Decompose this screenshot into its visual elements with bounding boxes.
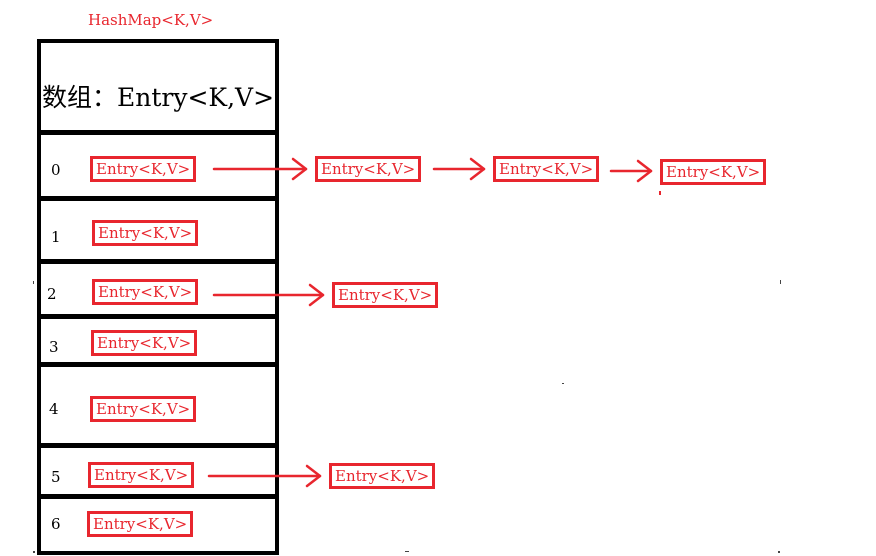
row-index: 4 — [49, 400, 59, 418]
arrow-head — [636, 159, 653, 183]
array-divider — [37, 443, 275, 448]
chain-entry: Entry<K,V> — [493, 156, 600, 182]
row-index: 6 — [51, 515, 61, 533]
array-divider — [37, 130, 275, 135]
array-box — [37, 39, 279, 555]
chain-entry: Entry<K,V> — [329, 463, 436, 489]
speck — [562, 383, 564, 384]
bucket-entry: Entry<K,V> — [87, 511, 194, 537]
row-index: 1 — [51, 228, 61, 246]
bucket-entry: Entry<K,V> — [90, 396, 197, 422]
bucket-entry: Entry<K,V> — [92, 220, 199, 246]
array-divider — [37, 362, 279, 367]
row-index: 5 — [51, 468, 61, 486]
arrow-head — [305, 464, 322, 488]
array-divider — [37, 259, 275, 264]
bucket-entry: Entry<K,V> — [91, 330, 198, 356]
array-divider — [37, 314, 275, 319]
row-index: 2 — [47, 285, 57, 303]
speck — [33, 551, 35, 553]
arrow-head — [308, 283, 325, 307]
array-divider — [37, 196, 279, 201]
array-divider — [37, 494, 275, 499]
chain-entry: Entry<K,V> — [315, 156, 422, 182]
chain-entry: Entry<K,V> — [660, 159, 767, 185]
arrow-head — [469, 157, 486, 181]
row-index: 0 — [51, 161, 61, 179]
hashmap-title: HashMap<K,V> — [88, 11, 214, 29]
speck — [33, 281, 34, 284]
speck — [659, 191, 661, 195]
bucket-entry: Entry<K,V> — [88, 462, 195, 488]
array-header: 数组：Entry<K,V> — [42, 83, 275, 112]
bucket-entry: Entry<K,V> — [90, 156, 197, 182]
chain-entry: Entry<K,V> — [332, 282, 439, 308]
speck — [778, 551, 780, 553]
speck — [780, 280, 781, 284]
bucket-entry: Entry<K,V> — [92, 279, 199, 305]
speck — [405, 551, 409, 552]
arrow-head — [291, 157, 308, 181]
row-index: 3 — [49, 338, 59, 356]
